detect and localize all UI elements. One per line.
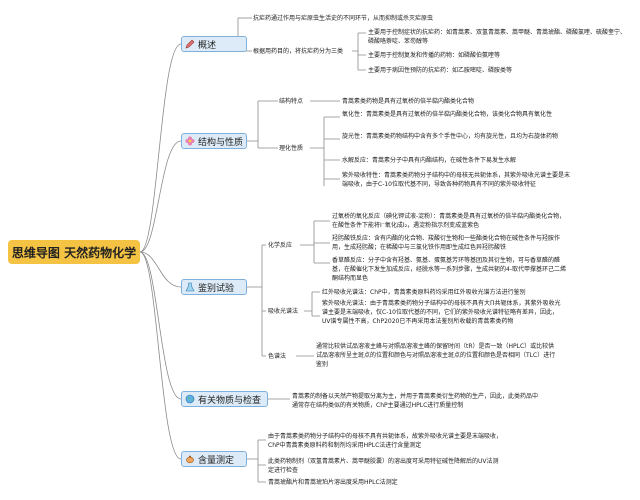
flower-icon xyxy=(185,136,195,146)
ident-ir: 红外吸收光谱法：ChP中，青蒿素类原料药均采用红外吸收光谱方法进行鉴别 xyxy=(322,289,526,296)
branch-overview-label: 概述 xyxy=(198,40,217,51)
structure-feature-text: 青蒿素类药物是具有过氧桥的倍半萜内酯类化合物 xyxy=(342,98,475,105)
ident-uv-label: 吸收光谱法 xyxy=(268,308,299,315)
assay-item-1: 由于青蒿素类药物分子结构中的母核不具有共轭体系，故紫外吸收光谱主要是末端吸收，C… xyxy=(268,433,503,449)
pencil-icon xyxy=(185,39,195,49)
overview-item-1: 抗疟药通过作用与疟原虫生活史的不同环节，从而抑制或杀灭疟原虫 xyxy=(253,15,434,22)
impurity-text: 青蒿素的制备以天然产物提取分离为主，并用于青蒿素类衍生药物的生产，因此，此类药品… xyxy=(292,393,539,409)
flask-icon xyxy=(185,282,195,292)
ident-chem-2: 羟肟酸铁反应：含有内酯的化合物、羧酸衍生物和一些酯类化合物在碱性条件与羟胺作用，… xyxy=(332,235,561,251)
structure-feature-label: 结构特点 xyxy=(279,98,304,105)
property-hydrolysis: 水解反应：青蒿素分子中具有内酯结构，在碱性条件下易发生水解 xyxy=(342,157,517,164)
assay-item-2: 此类药物制剂（双氢青蒿素片、蒿甲醚胶囊）的溶出度可采用特征碱性降解后的UV法测定… xyxy=(268,458,499,474)
structure-property-label: 理化性质 xyxy=(279,145,304,152)
assay-item-3: 青蒿琥酯片和青蒿琥珀片溶出度采用HPLC法测定 xyxy=(268,479,398,486)
branch-identification[interactable]: 鉴别试验 xyxy=(181,279,247,295)
ident-chroma-label: 色谱法 xyxy=(268,353,287,360)
ident-uv: 紫外吸收光谱法：由于青蒿素类药物分子结构中的母核不具有大П共轭体系，其紫外吸收光… xyxy=(322,300,561,325)
branch-assay[interactable]: 含量测定 xyxy=(181,451,247,467)
overview-sub-2: 主要用于控制复发和传播的药物：如磷酸伯氨喹等 xyxy=(368,52,501,59)
teapot-icon xyxy=(185,454,195,464)
root-topic[interactable]: 思维导图 天然药物化学 xyxy=(8,240,140,264)
branch-structure[interactable]: 结构与性质 xyxy=(181,133,247,149)
branch-impurity[interactable]: 有关物质与检查 xyxy=(181,391,268,407)
branch-structure-label: 结构与性质 xyxy=(198,137,244,148)
overview-sub-3: 主要用于病因性预防的抗疟药：如乙胺嘧啶、磷胺类等 xyxy=(368,67,513,74)
ident-chroma: 通常比较供试品溶液主峰与对照品溶液主峰的保留时间（tR）是否一致（HPLC）或比… xyxy=(316,343,556,368)
branch-overview[interactable]: 概述 xyxy=(181,36,247,52)
ident-chem-label: 化学反应 xyxy=(268,242,293,249)
property-oxidation: 氧化性：青蒿素类是具有过氧桥的倍半萜内酯类化合物，该类化合物具有氧化性 xyxy=(342,111,553,118)
branch-assay-label: 含量测定 xyxy=(198,455,235,466)
branch-impurity-label: 有关物质与检查 xyxy=(198,395,262,406)
overview-item-2-label: 根据用药目的，将抗疟药分为三类 xyxy=(253,48,344,55)
property-uv: 紫外吸收特性：青蒿素类药物分子结构中的母核无共轭体系，其紫外吸收光谱主要是末端吸… xyxy=(342,172,571,188)
branch-identification-label: 鉴别试验 xyxy=(198,283,235,294)
ident-chem-1: 过氧桥的氧化反应（碘化钾试液-淀粉）：青蒿素类是具有过氧桥的倍半萜内酯类化合物，… xyxy=(332,213,566,229)
property-optical: 旋光性：青蒿素类药物结构中含有多个手性中心，均有旋光性，且均为右旋体药物 xyxy=(342,133,559,140)
overview-sub-1: 主要用于控制症状的抗疟药：如青蒿素、双氢青蒿素、蒿甲醚、青蒿琥酯、磷酸氯喹、硫酸… xyxy=(368,29,627,45)
ident-chem-3: 香草醛反应：分子中含有羟基、氨基、蛋氨基芳环等基团及其衍生物，可与香草醛的醛基，… xyxy=(332,257,566,282)
globe-icon xyxy=(185,394,195,404)
